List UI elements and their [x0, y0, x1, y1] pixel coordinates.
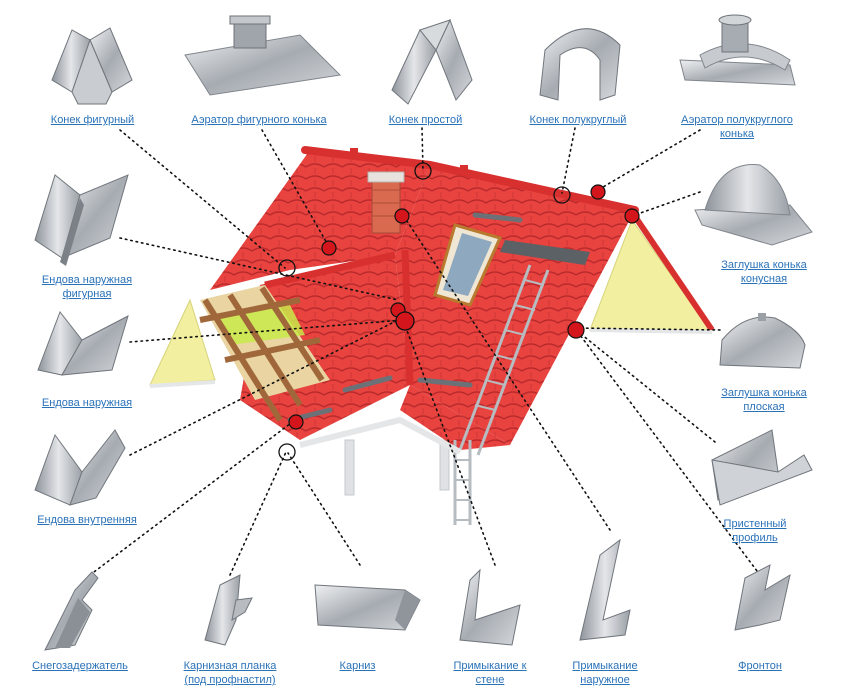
label-ridge-aerator-semicircular[interactable]: Аэратор полукруглого конька: [681, 114, 793, 140]
gable-left: [149, 298, 216, 386]
label-ridge-semicircular[interactable]: Конек полукруглый: [529, 114, 627, 126]
ridge-aerator-semicircular-image[interactable]: [679, 14, 796, 86]
wall-post: [439, 439, 450, 491]
label-ridge-figured[interactable]: Конек фигурный: [50, 114, 135, 126]
ridge-cap-flat-image[interactable]: [719, 313, 806, 369]
label-gable-trim[interactable]: Фронтон: [738, 660, 782, 672]
eave-strip-image[interactable]: [204, 574, 253, 646]
label-ridge-cap-flat[interactable]: Заглушка конька плоская: [721, 387, 807, 413]
ridge-simple-image[interactable]: [391, 18, 473, 105]
ridge-semicircular-image[interactable]: [539, 28, 621, 101]
label-valley-outer[interactable]: Ендова наружная: [41, 397, 133, 409]
label-wall-abutment[interactable]: Примыкание к стене: [453, 660, 527, 686]
label-eave[interactable]: Карниз: [339, 660, 376, 672]
barge-ridge: [629, 210, 715, 332]
gutter: [299, 416, 462, 455]
label-valley-outer-figured[interactable]: Ендова наружная фигурная: [41, 274, 133, 300]
label-ridge-simple[interactable]: Конек простой: [388, 114, 463, 126]
wall-profile-image[interactable]: [711, 429, 813, 506]
valley-outer-figured-image[interactable]: [34, 174, 129, 266]
eave-image[interactable]: [314, 584, 421, 631]
valley-inner-image[interactable]: [34, 429, 126, 506]
valley-outer-image[interactable]: [37, 310, 129, 376]
roof-plane-front-right: [400, 385, 510, 450]
timber-rafters: [199, 286, 325, 422]
wall-post: [344, 439, 355, 496]
wall-abutment-image[interactable]: [459, 568, 521, 646]
label-eave-strip[interactable]: Карнизная планка (под профнастил): [183, 660, 277, 686]
label-outer-abutment[interactable]: Примыкание наружное: [572, 660, 638, 686]
label-ridge-cap-conical[interactable]: Заглушка конька конусная: [721, 259, 807, 285]
main-ridge: [301, 146, 639, 214]
window-glass: [443, 233, 492, 296]
gable-trim-image[interactable]: [734, 564, 791, 631]
ridge-aerator-figured-image[interactable]: [184, 15, 342, 96]
eave-right: [589, 328, 713, 334]
roof-walkway: [500, 240, 590, 265]
roof-ladder: [453, 264, 550, 525]
label-ridge-aerator-figured[interactable]: Аэратор фигурного конька: [191, 114, 327, 126]
eave-left: [149, 380, 216, 388]
callout-markers: [278, 162, 640, 461]
outer-abutment-image[interactable]: [579, 538, 631, 641]
ridge-figured-image[interactable]: [51, 27, 133, 105]
hip-ridge: [264, 251, 396, 289]
label-wall-profile[interactable]: Пристенный профиль: [723, 518, 787, 544]
label-snow-guard[interactable]: Снегозадержатель: [32, 660, 128, 672]
chimney: [371, 177, 401, 234]
ridge-cap-conical-image[interactable]: [694, 164, 813, 246]
house-illustration: [149, 146, 715, 525]
snow-guard-image[interactable]: [44, 571, 99, 651]
label-valley-inner[interactable]: Ендова внутренняя: [37, 514, 137, 526]
chimney-cap: [367, 171, 405, 183]
